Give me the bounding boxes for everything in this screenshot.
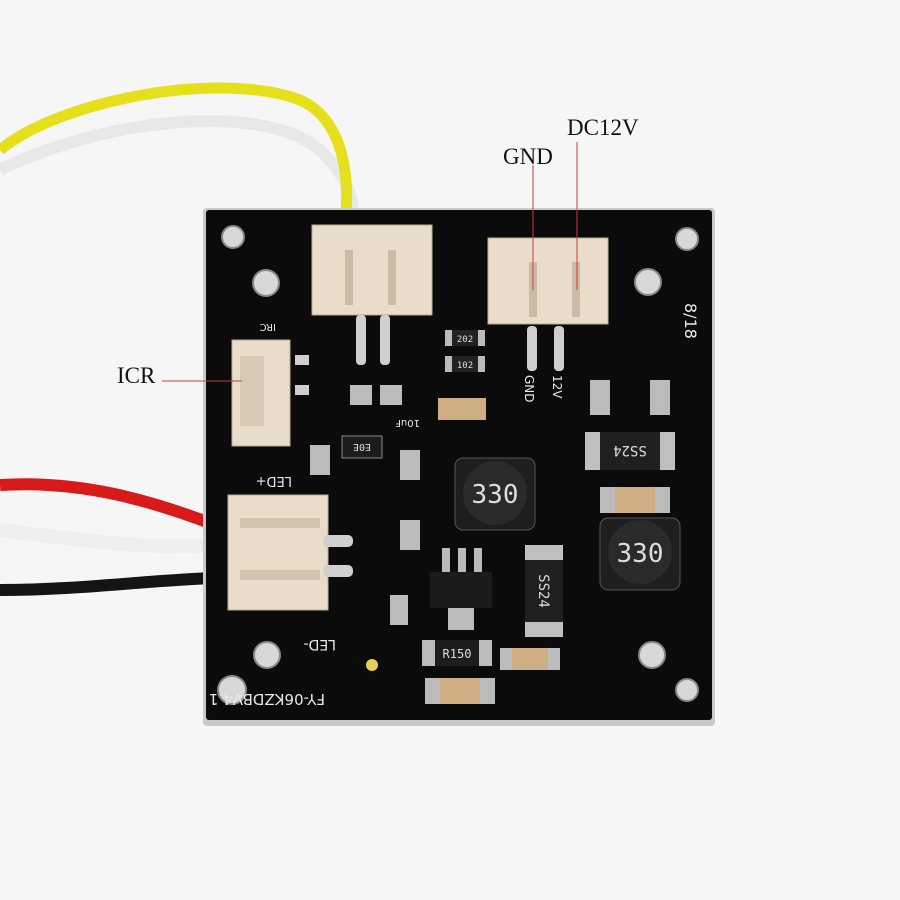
pin-gnd-label: GND [522, 375, 536, 403]
yellow-wire [0, 82, 352, 223]
cap-value-label: 10uF [395, 417, 420, 428]
led-minus-label: LED- [304, 636, 336, 652]
irc-label: IRC [260, 321, 276, 332]
led-plus-label: LED+ [256, 473, 292, 488]
date-label: 8/18 [681, 303, 700, 339]
svg-text:SS24: SS24 [535, 574, 551, 608]
capacitors [310, 380, 670, 704]
svg-text:102: 102 [457, 361, 473, 371]
diode-d2: SS24 [525, 545, 563, 637]
resistor-102: 102 [445, 356, 485, 372]
inductor-2: 330 [599, 517, 681, 591]
transistor-e0e: E0E [341, 435, 383, 459]
mounting-holes [217, 225, 699, 705]
board-model-label: FY-06KZDBV4.1 [209, 690, 325, 708]
resistor-202: 202 [445, 330, 485, 346]
gnd-annotation: GND [503, 144, 553, 169]
svg-text:SS24: SS24 [613, 442, 647, 458]
svg-text:202: 202 [457, 335, 473, 345]
red-wire [0, 478, 218, 531]
icr-annotation: ICR [117, 363, 156, 388]
svg-text:330: 330 [617, 539, 664, 569]
inductor-1: 330 [454, 457, 536, 531]
connector-icr [231, 339, 309, 447]
dc12v-annotation: DC12V [567, 115, 639, 140]
pin-12v-label: 12V [550, 375, 564, 399]
white-wire-left [0, 523, 216, 554]
svg-text:R150: R150 [443, 647, 472, 661]
svg-text:E0E: E0E [353, 441, 371, 452]
diode-d1: SS24 [585, 432, 675, 470]
resistor-r150: R150 [422, 640, 492, 666]
regulator-ic [430, 548, 492, 630]
black-wire [0, 572, 216, 596]
svg-text:330: 330 [472, 480, 519, 510]
gold-pad [366, 659, 378, 671]
connector-led [227, 494, 353, 611]
connector-top-left [311, 224, 433, 365]
